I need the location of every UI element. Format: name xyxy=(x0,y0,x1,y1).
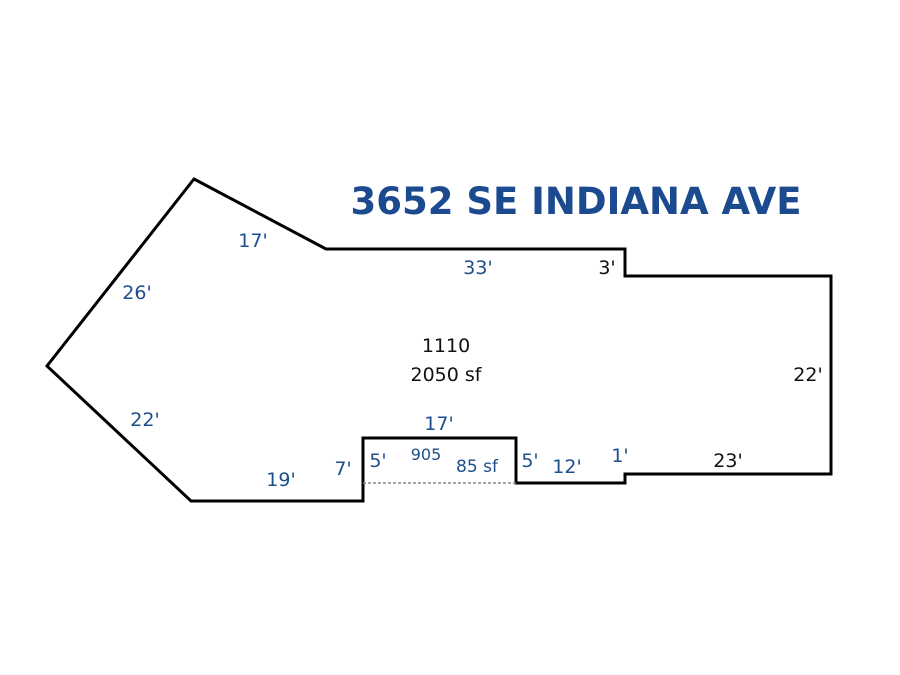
main-area-size: 2050 sf xyxy=(411,364,483,386)
building-outline xyxy=(44,177,833,503)
dim-top-step: 3' xyxy=(598,257,615,279)
sub-area-size: 85 sf xyxy=(456,457,499,477)
dim-notch-right: 5' xyxy=(521,450,538,472)
dim-bottom-step: 1' xyxy=(611,445,628,467)
sub-area-code: 905 xyxy=(411,445,442,464)
dim-notch-left-inner: 5' xyxy=(369,450,386,472)
dim-left-lower-diagonal: 22' xyxy=(130,409,159,431)
dim-bottom-middle: 12' xyxy=(552,456,581,478)
dim-top-left-diagonal: 17' xyxy=(238,230,267,252)
dim-top: 33' xyxy=(463,257,492,279)
dim-bottom-right: 23' xyxy=(713,450,742,472)
main-area-code: 1110 xyxy=(422,335,470,357)
dim-right: 22' xyxy=(793,364,822,386)
dim-notch-left-outer: 7' xyxy=(334,458,351,480)
dim-notch-top: 17' xyxy=(424,413,453,435)
dim-bottom-left: 19' xyxy=(266,469,295,491)
dim-left-upper-diagonal: 26' xyxy=(122,282,151,304)
property-address-title: 3652 SE INDIANA AVE xyxy=(350,180,801,223)
